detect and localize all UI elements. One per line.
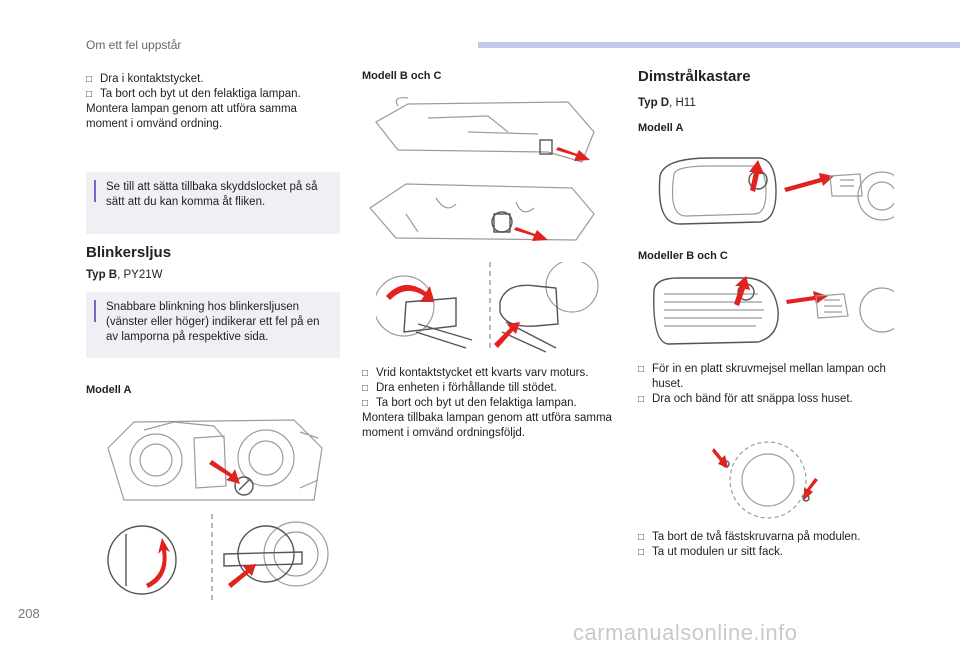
foglamp-module-screws-illustration: [712, 441, 818, 519]
checkbox-bullet-icon: □: [362, 383, 369, 394]
intro-text: Montera lampan genom att utföra samma mo…: [86, 103, 297, 130]
info-note-marker-icon: [94, 300, 96, 322]
checkbox-bullet-icon: □: [86, 89, 93, 100]
checkbox-bullet-icon: □: [638, 532, 645, 543]
checkbox-bullet-icon: □: [362, 368, 369, 379]
checkbox-bullet-icon: □: [638, 364, 645, 375]
watermark: carmanualsonline.info: [573, 620, 798, 645]
foglamp-bc-illustration: [653, 276, 894, 345]
headlamp-bc-bottom-illustration: [369, 183, 595, 241]
list-item: □För in en platt skruvmejsel mellan lamp…: [638, 363, 886, 390]
typ-label: Typ D: [638, 97, 670, 109]
typ-value: , H11: [669, 97, 696, 109]
list-item: □Ta bort och byt ut den felaktiga lampan…: [86, 88, 301, 100]
list-item: □Ta bort de två fästskruvarna på modulen…: [638, 531, 861, 543]
checkbox-bullet-icon: □: [362, 398, 369, 409]
list-item: □Ta ut modulen ur sitt fack.: [638, 546, 784, 558]
heading-blinkersljus: Blinkersljus: [86, 244, 172, 261]
col2-instructions: □Vrid kontaktstycket ett kvarts varv mot…: [362, 366, 612, 441]
headlamp-bc-top-illustration: [375, 97, 595, 163]
heading-dimstralkastare: Dimstrålkastare: [638, 68, 751, 85]
connector-twist-illustration: [376, 262, 599, 353]
col3-instructions-1: □För in en platt skruvmejsel mellan lamp…: [638, 362, 888, 407]
header-accent-bar: [478, 42, 960, 48]
list-item: □Dra och bänd för att snäppa loss huset.: [638, 393, 853, 405]
info-note-marker-icon: [94, 180, 96, 202]
bulb-cap-illustration: [107, 514, 329, 602]
list-item: □Dra enheten i förhållande till stödet.: [362, 382, 557, 394]
label-modell-a: Modell A: [86, 384, 132, 396]
col3-instructions-2: □Ta bort de två fästskruvarna på modulen…: [638, 530, 888, 560]
list-item: □Ta bort och byt ut den felaktiga lampan…: [362, 397, 577, 409]
page-number: 208: [18, 606, 40, 621]
col2-text: Montera tillbaka lampan genom att utföra…: [362, 412, 612, 439]
intro-block: □Dra i kontaktstycket. □Ta bort och byt …: [86, 72, 341, 132]
foglamp-a-illustration: [658, 157, 894, 225]
checkbox-bullet-icon: □: [638, 547, 645, 558]
label-modell-a: Modell A: [638, 122, 684, 134]
typ-value: , PY21W: [117, 269, 163, 281]
checkbox-bullet-icon: □: [638, 394, 645, 405]
note-box: Se till att sätta tillbaka skyddslocket …: [86, 172, 340, 234]
label-modell-bc: Modell B och C: [362, 70, 442, 82]
checkbox-bullet-icon: □: [86, 74, 93, 85]
list-item: □Vrid kontaktstycket ett kvarts varv mot…: [362, 367, 589, 379]
label-modeller-bc: Modeller B och C: [638, 250, 728, 262]
section-title: Om ett fel uppstår: [86, 38, 182, 52]
note-text: Snabbare blinkning hos blinkersljusen (v…: [106, 301, 320, 343]
typ-label: Typ B: [86, 269, 118, 281]
note-box: Snabbare blinkning hos blinkersljusen (v…: [86, 292, 340, 358]
typ-line: Typ B, PY21W: [86, 268, 162, 283]
note-text: Se till att sätta tillbaka skyddslocket …: [106, 181, 318, 208]
list-item: □Dra i kontaktstycket.: [86, 73, 204, 85]
headlamp-illustration: [107, 419, 323, 501]
typ-line: Typ D, H11: [638, 96, 696, 111]
